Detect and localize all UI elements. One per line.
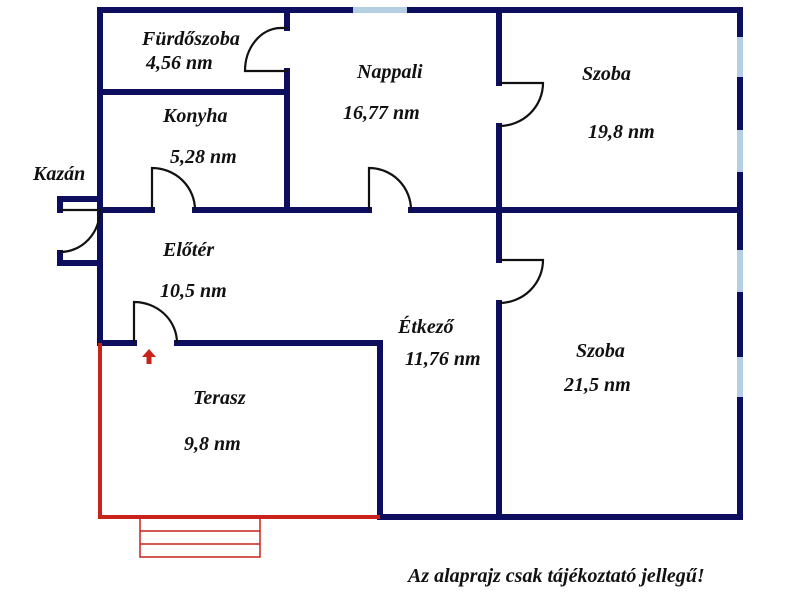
- windows: [353, 7, 743, 397]
- room-area-szoba-1: 19,8 nm: [588, 121, 655, 143]
- room-name-etkezo: Étkező: [398, 316, 454, 338]
- up-arrow-icon: [142, 349, 156, 364]
- door-szoba-2: [498, 258, 545, 305]
- door-nappali: [367, 166, 413, 211]
- door-kazan: [59, 208, 102, 254]
- room-name-konyha: Konyha: [163, 105, 228, 127]
- room-area-eloter: 10,5 nm: [160, 280, 227, 302]
- room-name-szoba-2: Szoba: [576, 340, 625, 362]
- room-name-terasz: Terasz: [193, 387, 246, 409]
- door-szoba-1: [498, 81, 545, 128]
- room-name-szoba-1: Szoba: [582, 63, 631, 85]
- room-name-furdoszoba: Fürdőszoba: [142, 28, 240, 50]
- room-area-furdoszoba: 4,56 nm: [146, 52, 213, 74]
- terrace-steps: [139, 516, 261, 558]
- room-area-szoba-2: 21,5 nm: [564, 374, 631, 396]
- room-area-terasz: 9,8 nm: [184, 433, 241, 455]
- room-area-etkezo: 11,76 nm: [405, 348, 481, 370]
- walls: [57, 7, 743, 520]
- door-bathroom: [243, 26, 287, 73]
- room-name-eloter: Előtér: [163, 239, 215, 261]
- door-kitchen: [150, 166, 197, 211]
- room-area-nappali: 16,77 nm: [343, 102, 420, 124]
- disclaimer-note: Az alaprajz csak tájékoztató jellegű!: [408, 565, 705, 587]
- room-name-nappali: Nappali: [357, 61, 423, 83]
- terrace-outline: [98, 343, 380, 558]
- door-terasz: [132, 300, 179, 344]
- room-area-konyha: 5,28 nm: [170, 146, 237, 168]
- label-kazan: Kazán: [33, 163, 86, 185]
- doors: [59, 26, 545, 344]
